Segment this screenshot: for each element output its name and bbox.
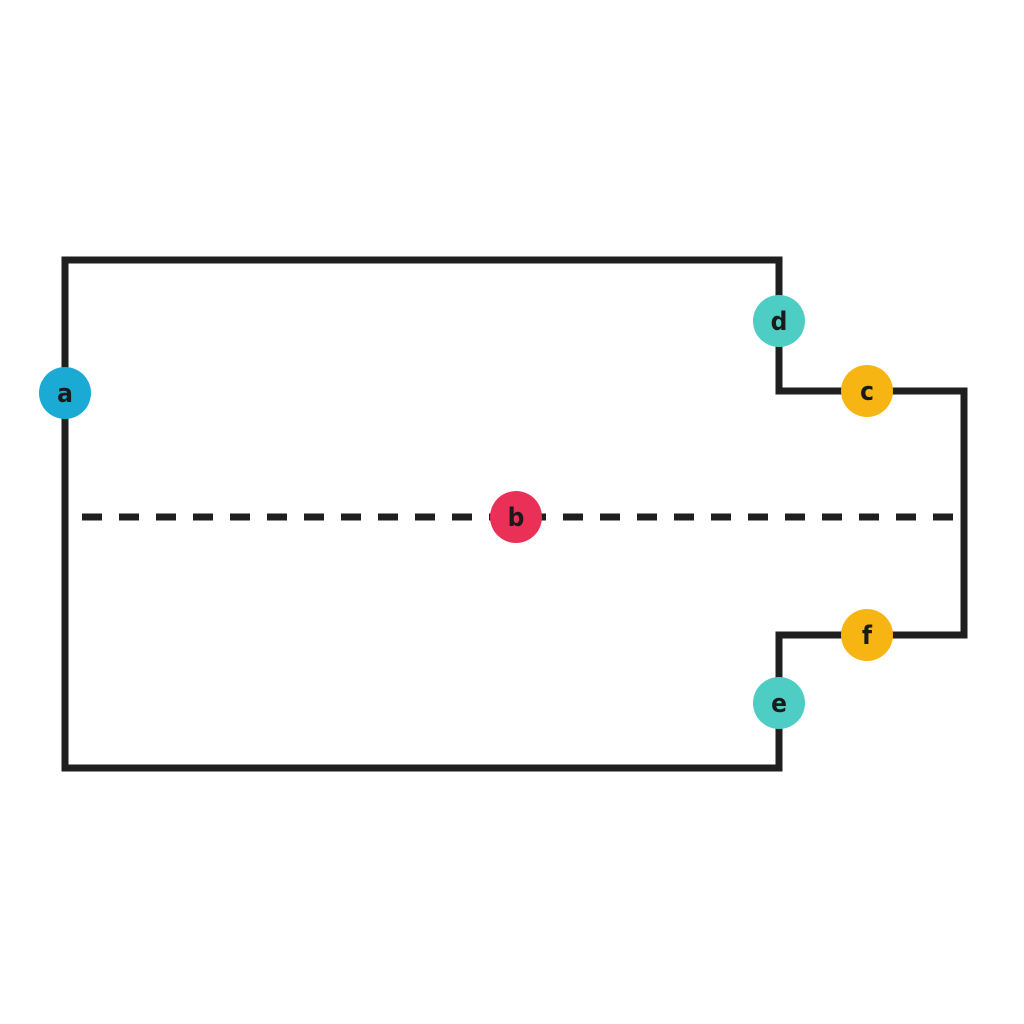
marker-a: a — [39, 367, 91, 419]
marker-f-label: f — [862, 621, 873, 651]
marker-e: e — [753, 677, 805, 729]
marker-d-circle — [753, 295, 805, 347]
marker-f: f — [841, 609, 893, 661]
marker-d-label: d — [771, 307, 788, 337]
marker-e-label: e — [771, 689, 787, 719]
marker-a-circle — [39, 367, 91, 419]
marker-a-label: a — [57, 379, 73, 409]
marker-c-label: c — [860, 377, 874, 407]
marker-f-circle — [841, 609, 893, 661]
marker-c-circle — [841, 365, 893, 417]
marker-d: d — [753, 295, 805, 347]
marker-e-circle — [753, 677, 805, 729]
marker-b-circle — [490, 491, 542, 543]
marker-b: b — [490, 491, 542, 543]
marker-b-label: b — [508, 503, 525, 533]
marker-c: c — [841, 365, 893, 417]
